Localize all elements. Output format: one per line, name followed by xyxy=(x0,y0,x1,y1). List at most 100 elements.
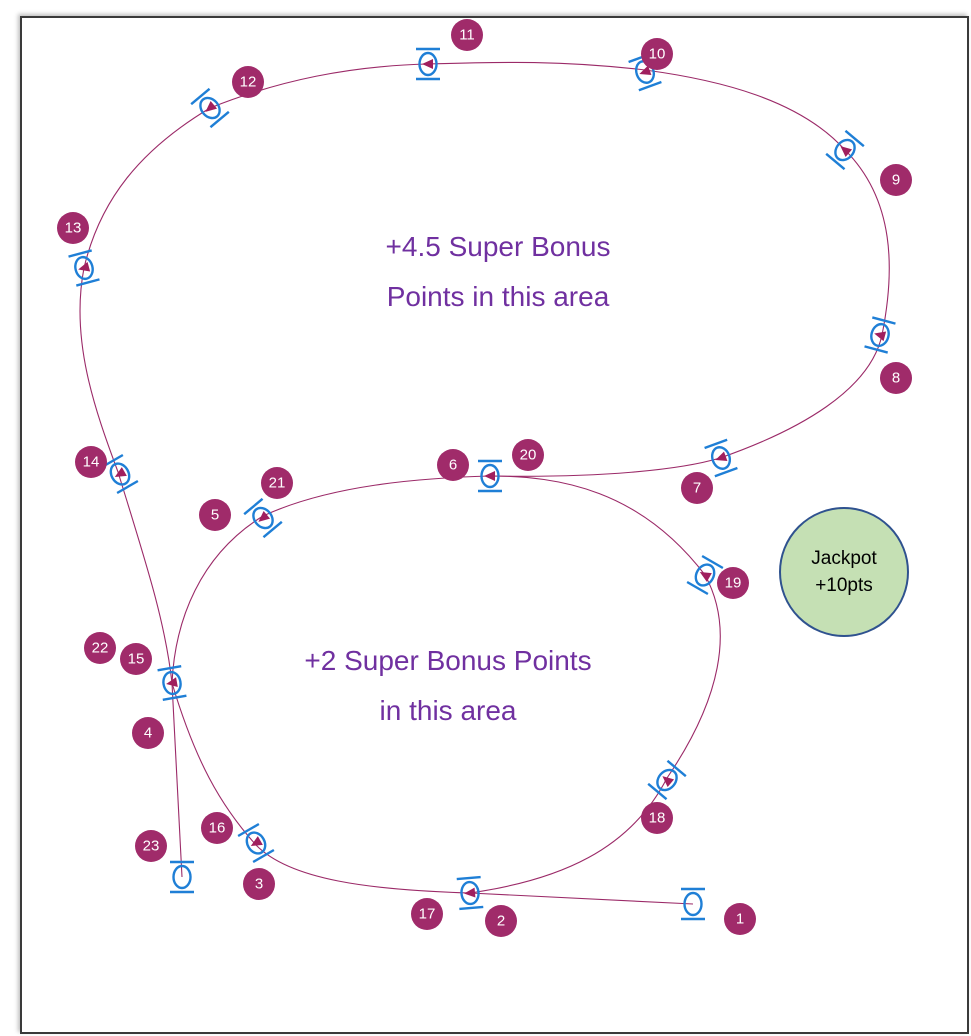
checkpoint-badge: 7 xyxy=(681,472,713,504)
checkpoint-badge: 1 xyxy=(724,903,756,935)
checkpoint-badge: 8 xyxy=(880,362,912,394)
gate-icon xyxy=(101,453,139,495)
checkpoint-badge: 9 xyxy=(880,164,912,196)
direction-arrow-icon xyxy=(422,59,433,69)
checkpoint-badge: 12 xyxy=(232,66,264,98)
checkpoint-number: 8 xyxy=(892,370,900,387)
checkpoint-number: 2 xyxy=(497,913,505,930)
gate-icon xyxy=(68,249,100,287)
checkpoint-badge: 17 xyxy=(411,898,443,930)
direction-arrow-icon xyxy=(78,261,91,272)
direction-arrow-icon xyxy=(484,471,495,481)
checkpoint-number: 11 xyxy=(459,27,475,44)
checkpoint-badge: 13 xyxy=(57,212,89,244)
checkpoint-number: 5 xyxy=(211,507,219,524)
jackpot-label: Jackpot +10pts xyxy=(811,548,877,596)
checkpoint-number: 16 xyxy=(209,820,226,837)
badge-circle xyxy=(84,632,116,664)
gate-icon xyxy=(190,87,230,129)
direction-arrow-icon xyxy=(205,100,218,112)
badge-circle xyxy=(135,830,167,862)
gate-icon xyxy=(647,759,687,801)
gate-icon xyxy=(237,822,275,864)
badge-circle xyxy=(641,38,673,70)
badge-circle xyxy=(724,903,756,935)
checkpoint-number: 7 xyxy=(693,480,701,497)
upper-area-label: +4.5 Super Bonus Points in this area xyxy=(385,231,611,312)
checkpoint-number: 17 xyxy=(419,906,436,923)
checkpoint-number: 12 xyxy=(240,74,257,91)
direction-arrow-icon xyxy=(258,510,271,522)
checkpoint-badge: 21 xyxy=(261,467,293,499)
badge-circle xyxy=(717,567,749,599)
checkpoint-badge: 15 xyxy=(120,643,152,675)
checkpoint-badge: 18 xyxy=(641,802,673,834)
badge-circle xyxy=(120,643,152,675)
course-track-outer xyxy=(79,61,890,878)
direction-arrow-icon xyxy=(639,65,652,75)
checkpoint-badge: 4 xyxy=(132,717,164,749)
direction-arrow-icon xyxy=(250,836,263,846)
direction-arrow-icon xyxy=(662,776,675,788)
badge-circle xyxy=(57,212,89,244)
badge-circle xyxy=(201,812,233,844)
checkpoint-badge: 5 xyxy=(199,499,231,531)
checkpoint-number: 10 xyxy=(649,46,666,63)
checkpoint-number: 18 xyxy=(649,810,666,827)
checkpoint-number: 22 xyxy=(92,640,109,657)
checkpoint-badge: 19 xyxy=(717,567,749,599)
badge-circle xyxy=(437,449,469,481)
badge-circle xyxy=(641,802,673,834)
gate-icon xyxy=(686,554,724,596)
badge-circle xyxy=(199,499,231,531)
badge-circle xyxy=(880,362,912,394)
checkpoint-number: 19 xyxy=(725,575,742,592)
gate-icon xyxy=(456,875,484,911)
direction-arrow-icon xyxy=(464,887,476,898)
checkpoint-number: 6 xyxy=(449,457,457,474)
checkpoint-number: 21 xyxy=(269,475,286,492)
direction-arrow-icon xyxy=(114,467,127,477)
gate-icon xyxy=(416,47,440,81)
course-track xyxy=(171,475,721,905)
checkpoint-number: 4 xyxy=(144,725,152,742)
badge-circle xyxy=(681,472,713,504)
gate-icon xyxy=(478,459,502,493)
badge-circle xyxy=(880,164,912,196)
direction-arrow-icon xyxy=(874,331,887,342)
gate-icon xyxy=(864,316,896,354)
checkpoint-badge: 11 xyxy=(451,19,483,51)
badge-circle xyxy=(243,868,275,900)
checkpoint-badge: 20 xyxy=(512,439,544,471)
checkpoint-number: 20 xyxy=(520,447,537,464)
badge-circle xyxy=(261,467,293,499)
checkpoint-number: 9 xyxy=(892,172,900,189)
checkpoint-badge: 23 xyxy=(135,830,167,862)
lower-area-label: +2 Super Bonus Points in this area xyxy=(304,645,592,726)
checkpoint-number: 1 xyxy=(736,911,744,928)
checkpoint-badge: 22 xyxy=(84,632,116,664)
badge-circle xyxy=(485,905,517,937)
checkpoint-number: 23 xyxy=(143,838,160,855)
checkpoint-badge: 10 xyxy=(641,38,673,70)
gate-icon xyxy=(825,129,865,171)
badge-circle xyxy=(75,446,107,478)
badge-circle xyxy=(411,898,443,930)
gate-icon xyxy=(681,887,705,921)
checkpoint-badge: 3 xyxy=(243,868,275,900)
checkpoint-number: 15 xyxy=(128,651,145,668)
checkpoint-number: 14 xyxy=(83,454,100,471)
direction-arrow-icon xyxy=(699,572,712,582)
direction-arrow-icon xyxy=(840,146,853,158)
checkpoint-number: 3 xyxy=(255,876,263,893)
checkpoint-badge: 14 xyxy=(75,446,107,478)
jackpot-circle: Jackpot +10pts xyxy=(779,507,909,637)
direction-arrow-icon xyxy=(166,677,178,688)
gate-icon xyxy=(243,497,283,539)
badge-circle xyxy=(512,439,544,471)
gate-icon xyxy=(704,438,738,478)
checkpoint-number: 13 xyxy=(65,220,82,237)
badge-circle xyxy=(451,19,483,51)
checkpoint-badge: 6 xyxy=(437,449,469,481)
